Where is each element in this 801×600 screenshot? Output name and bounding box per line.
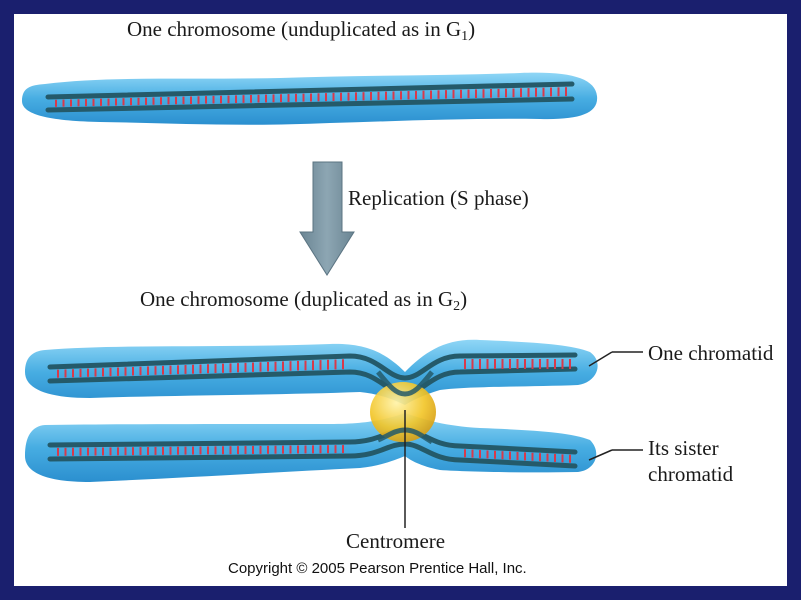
duplicated-title-label: One chromosome (duplicated as in G2) bbox=[140, 287, 468, 314]
replication-arrow bbox=[299, 161, 355, 276]
replication-label: Replication (S phase) bbox=[348, 186, 529, 210]
dna-strand bbox=[45, 81, 575, 100]
duplicated-chromosome bbox=[25, 339, 598, 482]
dna-strand bbox=[45, 96, 575, 113]
sister-chromatid-label-line1: Its sister bbox=[648, 436, 719, 460]
title-label: One chromosome (unduplicated as in G1) bbox=[127, 17, 476, 44]
copyright-notice: Copyright © 2005 Pearson Prentice Hall, … bbox=[228, 560, 527, 577]
dna-strand bbox=[47, 352, 578, 381]
chromatid-body-lower bbox=[25, 413, 597, 482]
base-pairs bbox=[57, 359, 571, 378]
one-chromatid-leader bbox=[588, 351, 613, 367]
centromere bbox=[370, 382, 436, 442]
sister-chromatid-label-line2: chromatid bbox=[648, 462, 734, 486]
centromere-label: Centromere bbox=[346, 529, 446, 553]
one-chromatid-label: One chromatid bbox=[648, 341, 774, 365]
sister-chromatid-leader bbox=[588, 449, 613, 461]
unduplicated-chromosome bbox=[22, 72, 598, 125]
base-pairs bbox=[57, 445, 571, 463]
base-pairs bbox=[55, 87, 567, 107]
